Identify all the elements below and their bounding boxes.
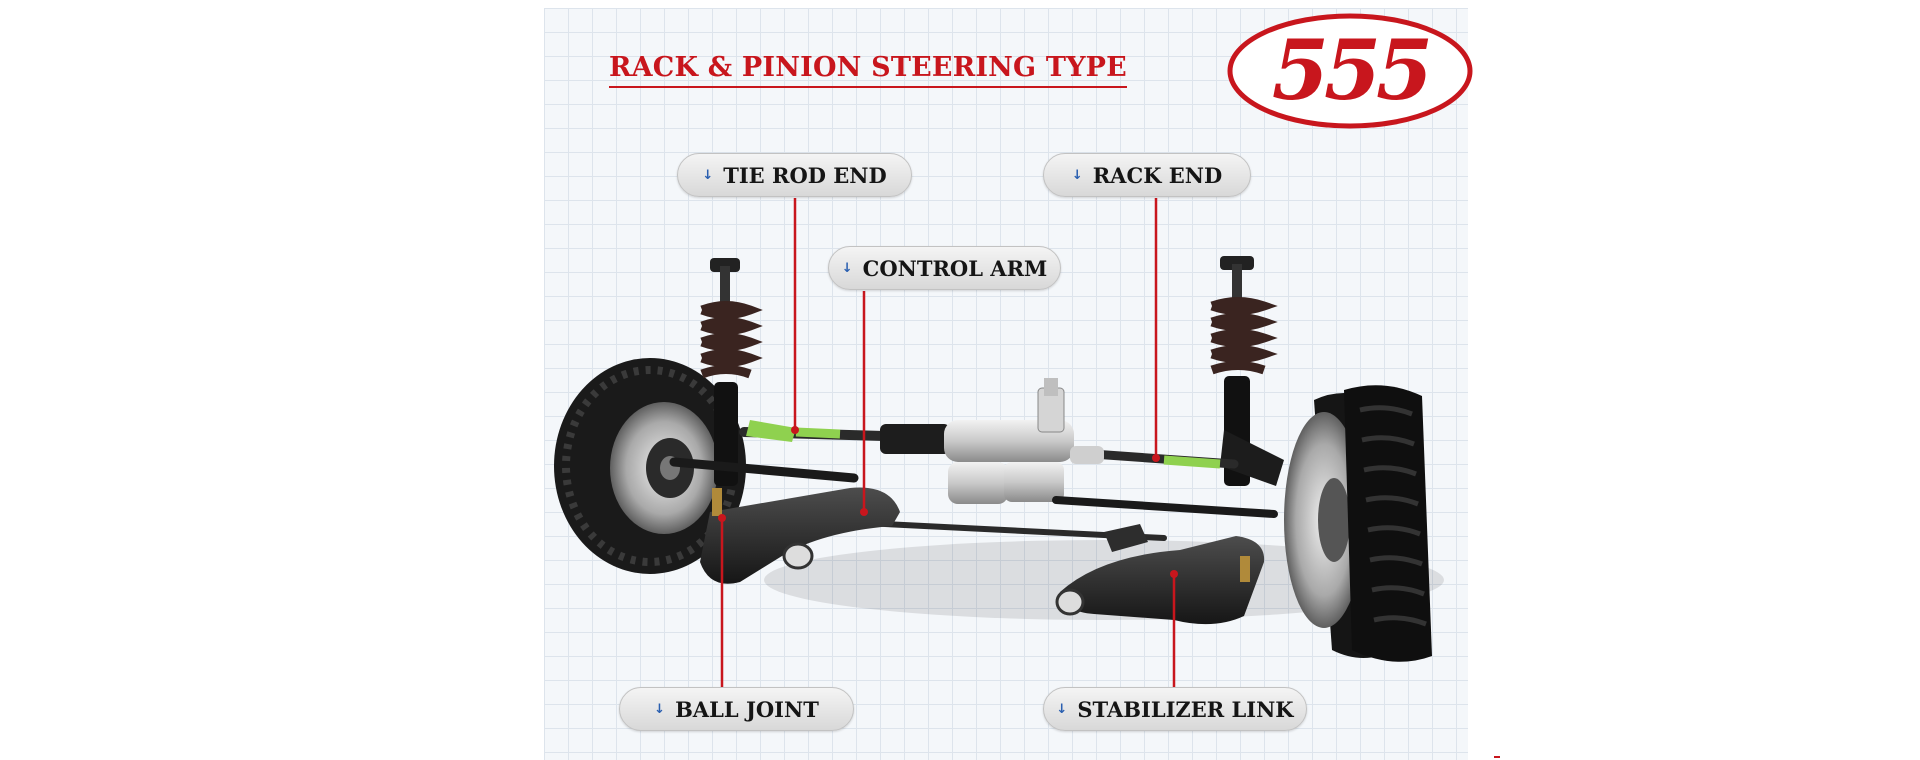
label-ball-joint: ↓ BALL JOINT: [619, 687, 854, 731]
right-wheel-assembly: [1284, 385, 1432, 662]
leader-lines: [718, 198, 1178, 692]
label-stabilizer-link: ↓ STABILIZER LINK: [1043, 687, 1307, 731]
grid-background: [544, 8, 1468, 760]
label-control-arm: ↓ CONTROL ARM: [828, 246, 1061, 290]
arrow-down-icon: ↓: [702, 167, 714, 183]
label-text: CONTROL ARM: [862, 255, 1048, 281]
label-text: STABILIZER LINK: [1077, 696, 1294, 722]
left-control-arm: [700, 487, 900, 584]
suspension-illustration: [554, 198, 1444, 692]
right-drive-shaft: [1052, 496, 1278, 518]
left-wheel: [554, 358, 746, 574]
right-control-arm: [1055, 524, 1265, 625]
ball-joint-marker: [718, 514, 726, 522]
arrow-down-icon: ↓: [841, 260, 853, 276]
arrow-down-icon: ↓: [654, 701, 666, 717]
steering-rack: [880, 378, 1104, 504]
logo-oval: [1227, 13, 1473, 129]
arrow-down-icon: ↓: [1056, 701, 1068, 717]
brand-logo-text: 555: [1271, 23, 1433, 119]
label-text: BALL JOINT: [675, 696, 819, 722]
arrow-down-icon: ↓: [1071, 167, 1083, 183]
label-tie-rod-end: ↓ TIE ROD END: [677, 153, 912, 197]
label-text: TIE ROD END: [723, 162, 887, 188]
label-text: RACK END: [1092, 162, 1223, 188]
page-title: RACK & PINION STEERING TYPE: [609, 52, 1127, 88]
rack-end-marker: [1152, 454, 1160, 462]
stabilizer-link-marker: [1170, 570, 1178, 578]
left-strut: [700, 258, 763, 486]
corner-mark: [1494, 756, 1500, 758]
tie-rod-end-marker: [791, 426, 799, 434]
brand-logo: [1227, 13, 1473, 129]
right-strut: [1210, 256, 1284, 486]
left-drive-shaft: [669, 457, 859, 483]
label-rack-end: ↓ RACK END: [1043, 153, 1251, 197]
control-arm-marker: [860, 508, 868, 516]
left-tie-rod: [739, 420, 889, 442]
